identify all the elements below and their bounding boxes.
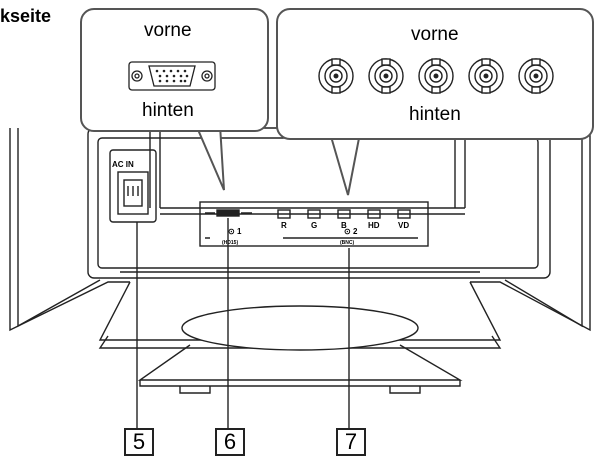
rear-housing — [87, 127, 551, 279]
bnc-b-port — [337, 209, 351, 219]
callout-hd15: vorne hinten — [80, 8, 269, 132]
monitor-body-right — [470, 128, 591, 332]
input1-sub: (HD15) — [222, 240, 238, 246]
bnc-label-g: G — [311, 221, 317, 230]
monitor-body-left — [9, 128, 130, 332]
ac-in-socket — [109, 149, 157, 223]
ac-in-label: AC IN — [112, 160, 134, 169]
page-title: kseite — [0, 6, 52, 26]
input1-label: ⊙ 1 — [228, 227, 242, 236]
callout-right-pointer — [328, 132, 362, 196]
stand-base — [137, 344, 463, 381]
callout-bnc-top-label: vorne — [411, 24, 459, 45]
callout-hd15-bottom-label: hinten — [142, 100, 194, 121]
callout-hd15-top-label: vorne — [144, 20, 192, 41]
bnc-r-port — [277, 209, 291, 219]
number-5-label: 5 — [124, 428, 154, 456]
number-7-label: 7 — [336, 428, 366, 456]
bnc-g-port — [307, 209, 321, 219]
bnc-vd-port — [397, 209, 411, 219]
callout-bnc: vorne hinten — [276, 8, 594, 140]
bnc-label-hd: HD — [368, 221, 380, 230]
bnc-label-b: B — [341, 221, 347, 230]
input2-label: ⊙ 2 — [344, 227, 358, 236]
stand-swivel — [181, 305, 419, 351]
callout-bnc-bottom-label: hinten — [409, 104, 461, 125]
connector-panel — [199, 201, 429, 247]
bnc-hd-port — [367, 209, 381, 219]
bnc-connectors-icon — [318, 58, 554, 94]
input2-sub: (BNC) — [340, 240, 354, 246]
hd15-connector-icon — [128, 61, 216, 91]
callout-left-pointer — [194, 124, 225, 191]
hd15-port — [216, 209, 240, 217]
number-6-label: 6 — [215, 428, 245, 456]
bnc-label-vd: VD — [398, 221, 409, 230]
bnc-label-r: R — [281, 221, 287, 230]
